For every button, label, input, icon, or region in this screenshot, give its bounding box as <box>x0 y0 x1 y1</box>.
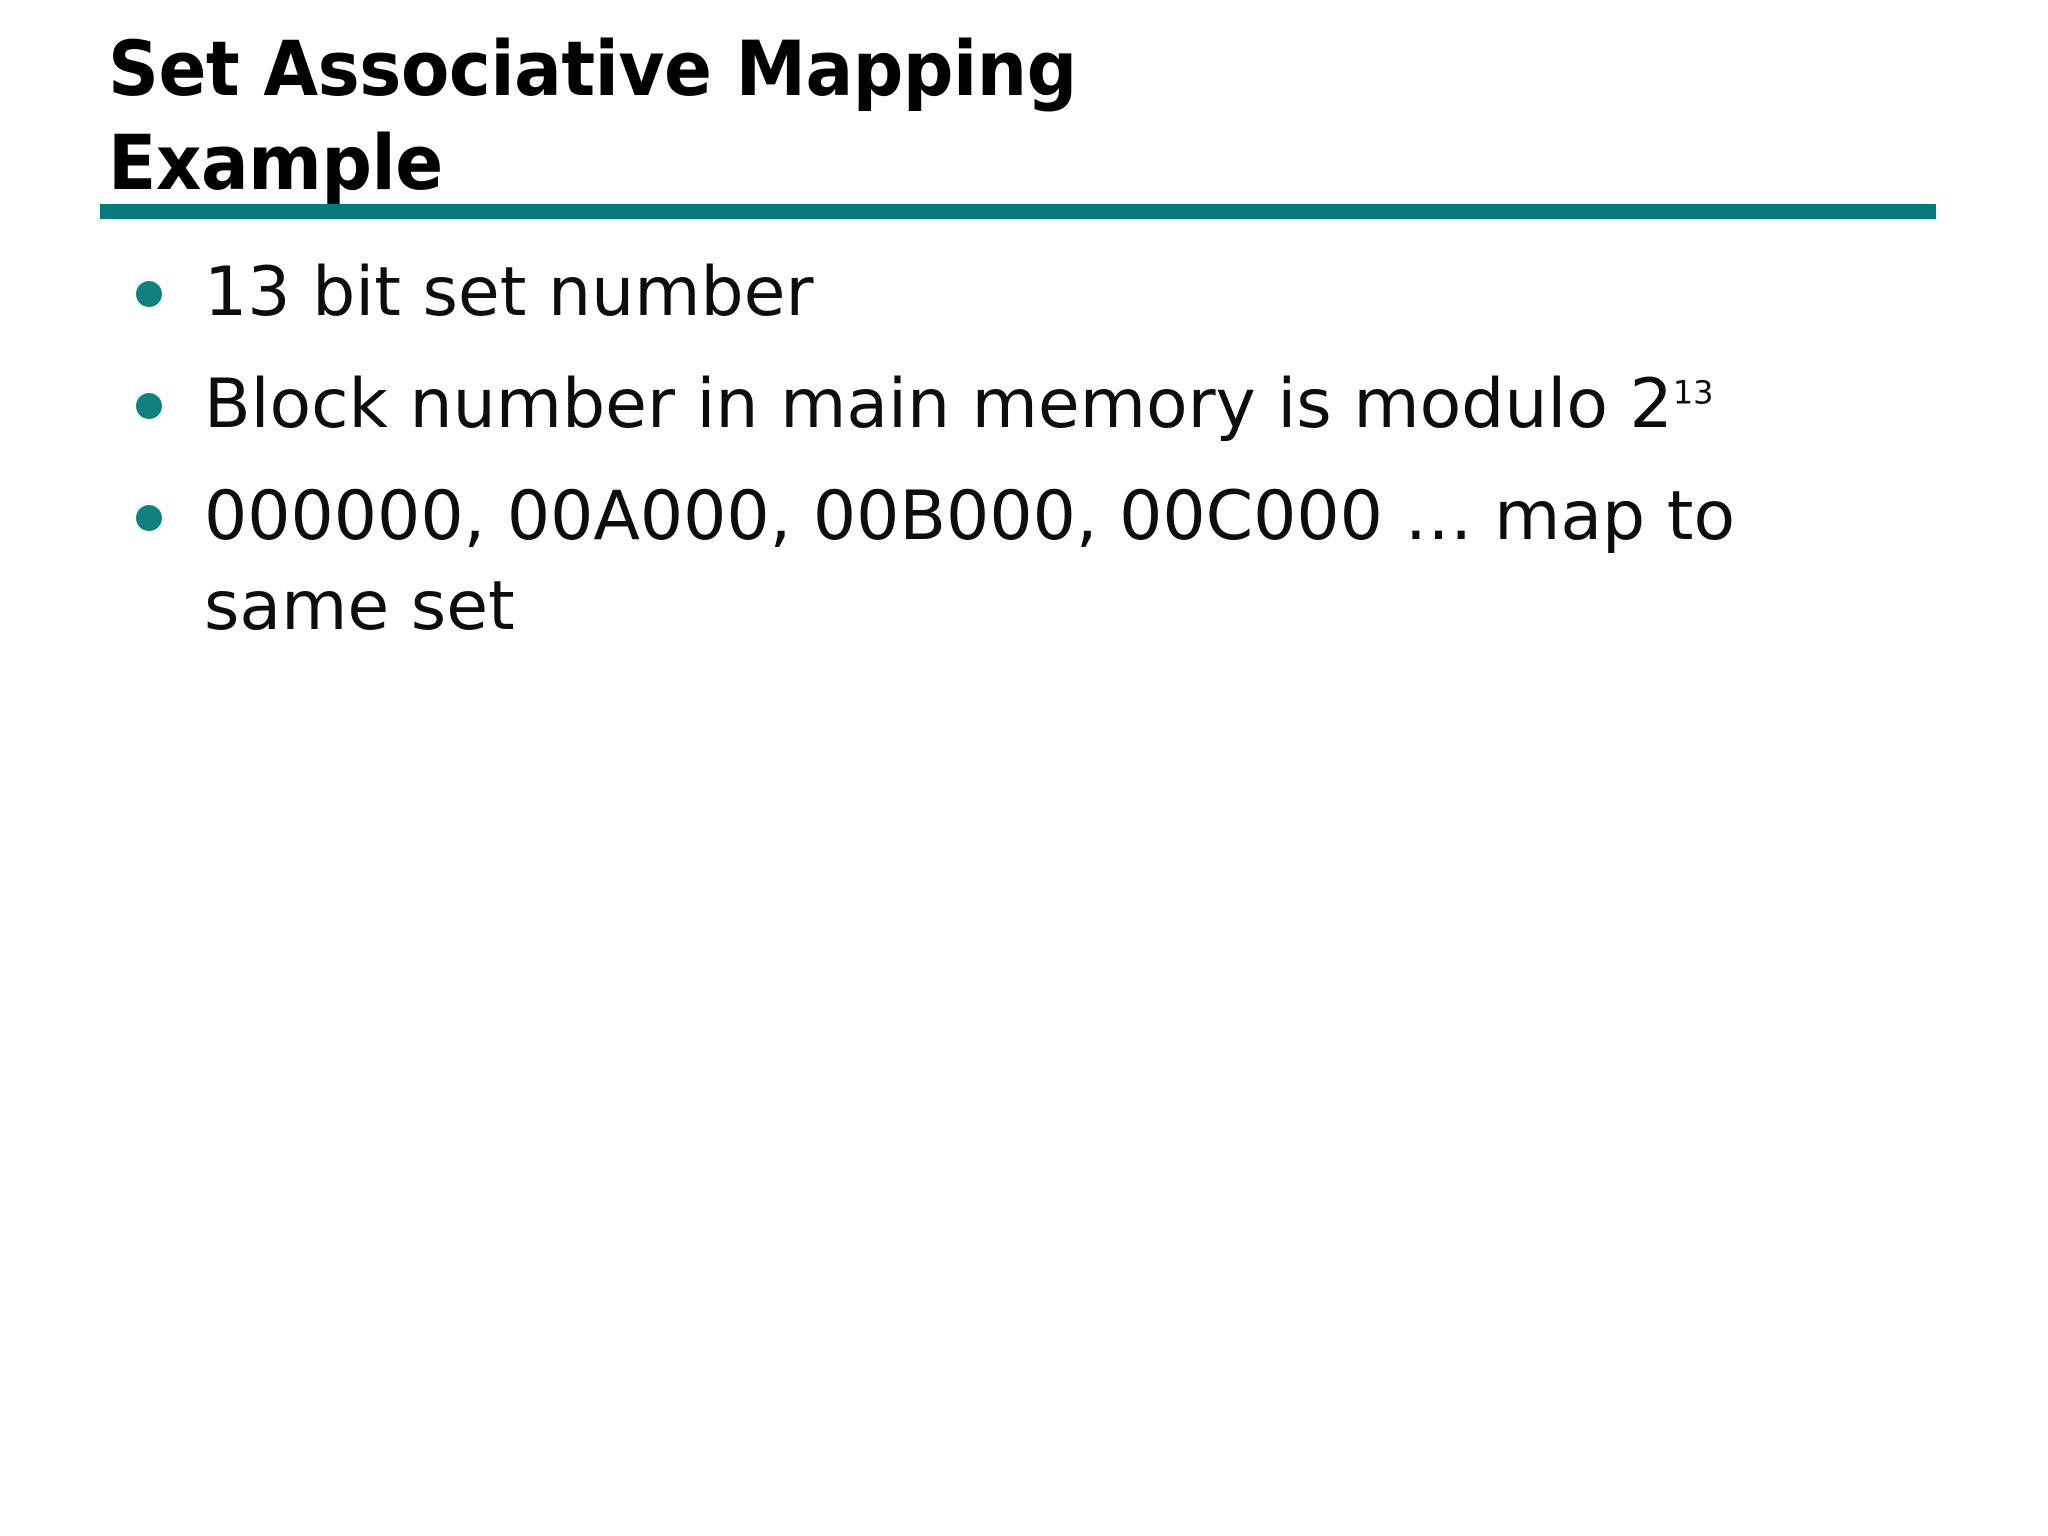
bullet-text: 13 bit set number <box>204 253 814 332</box>
bullet-text: Block number in main memory is modulo 21… <box>204 360 1908 450</box>
title-block: Set Associative Mapping Example <box>108 22 1958 210</box>
superscript-exponent: 13 <box>1672 373 1714 412</box>
list-item: 000000, 00A000, 00B000, 00C000 … map to … <box>108 472 1908 652</box>
title-divider-rule <box>100 204 1936 219</box>
page-title: Set Associative Mapping Example <box>108 24 1077 207</box>
list-item: Block number in main memory is modulo 21… <box>108 360 1908 450</box>
list-item: 13 bit set number <box>108 248 1908 338</box>
bullet-text-base: Block number in main memory is modulo 2 <box>204 365 1673 444</box>
bullet-list: 13 bit set number Block number in main m… <box>108 248 1908 674</box>
bullet-dot-icon <box>136 505 162 531</box>
bullet-text: 000000, 00A000, 00B000, 00C000 … map to … <box>204 477 1736 646</box>
bullet-dot-icon <box>136 281 162 307</box>
bullet-dot-icon <box>136 393 162 419</box>
